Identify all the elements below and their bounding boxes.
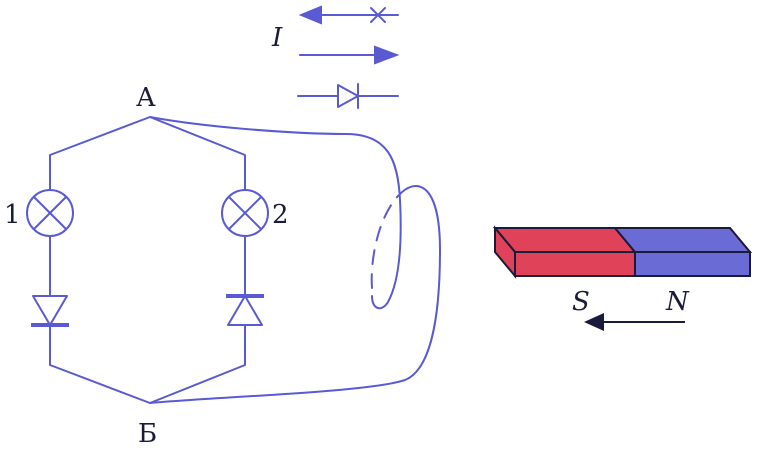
diode-2-icon bbox=[226, 294, 264, 326]
magnet-south-label: S bbox=[572, 287, 590, 317]
diode-1-icon bbox=[31, 295, 69, 327]
coil bbox=[149, 116, 441, 404]
circuit-wires bbox=[49, 116, 246, 404]
bar-magnet bbox=[492, 225, 753, 279]
lamp-2-label: 2 bbox=[272, 200, 289, 230]
current-label: I bbox=[271, 23, 283, 53]
node-b-label: Б bbox=[138, 419, 157, 449]
legend-arrow-left-crossed bbox=[298, 5, 399, 25]
legend-arrow-right bbox=[299, 45, 400, 65]
lamp-1-label: 1 bbox=[4, 200, 21, 230]
node-a-label: А bbox=[136, 83, 156, 113]
magnet-north-label: N bbox=[665, 287, 690, 317]
current-legend: I bbox=[271, 5, 400, 109]
motion-arrow-icon bbox=[584, 313, 685, 331]
lamp-1-icon bbox=[26, 189, 74, 237]
legend-diode bbox=[297, 83, 399, 109]
lamp-2-icon bbox=[221, 189, 269, 237]
